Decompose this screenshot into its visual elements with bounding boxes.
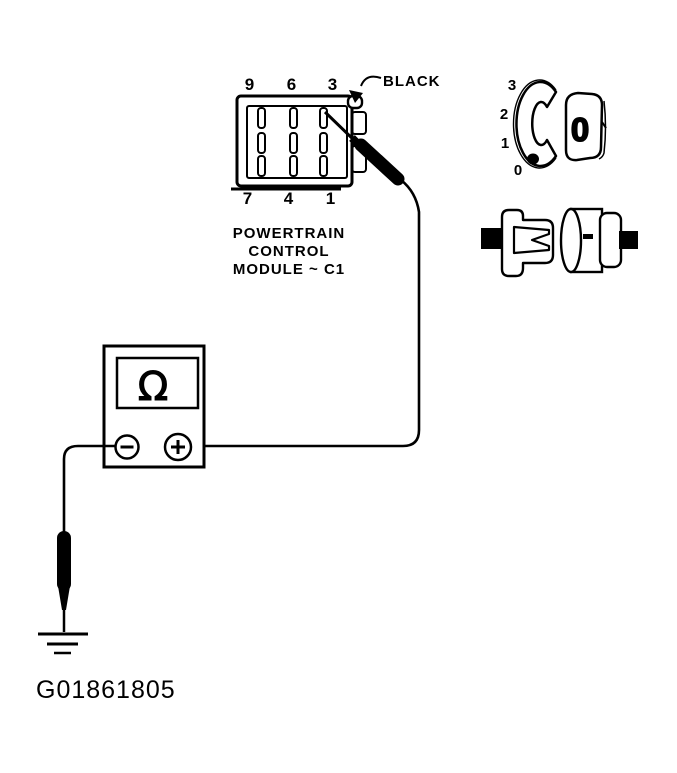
negative-lead-wire — [62, 444, 115, 532]
probe-taper — [58, 586, 70, 610]
wire-stub-right — [619, 231, 638, 249]
probe-tip — [323, 110, 359, 145]
positive-lead-wire — [191, 178, 421, 448]
cavity-label: 0 — [571, 111, 589, 148]
shell-edge-highlight — [512, 79, 557, 169]
pin-label-6: 6 — [287, 75, 297, 94]
spade-terminal — [512, 225, 551, 255]
callout-arrow-line — [360, 75, 382, 87]
block-nub — [601, 121, 607, 129]
pin-slot — [257, 132, 266, 154]
pcm-caption: POWERTRAIN CONTROL MODULE ~ C1 — [233, 225, 346, 278]
pin-slot — [257, 155, 266, 177]
probe-body — [354, 138, 405, 186]
male-connector-nose — [559, 207, 583, 274]
terminal-slot — [583, 234, 593, 239]
pin-label-7: 7 — [243, 189, 253, 208]
terminal-position-view: 3 2 1 0 0 — [500, 77, 607, 179]
arrow-icon — [349, 90, 363, 103]
position-label-3: 3 — [508, 77, 516, 94]
pin-label-3: 3 — [328, 75, 338, 94]
black-wire-callout: BLACK — [349, 73, 441, 103]
male-connector-cap — [598, 211, 623, 269]
connector-shell-ring — [515, 80, 558, 168]
inline-connector-pair — [481, 207, 638, 278]
caption-line-1: POWERTRAIN — [233, 225, 346, 242]
ohm-symbol: Ω — [138, 364, 169, 410]
meter-display — [115, 356, 200, 410]
pin-slot — [319, 155, 328, 177]
pin-slot — [319, 132, 328, 154]
minus-in-circle-icon — [114, 434, 140, 460]
block-edge-highlight — [598, 100, 607, 160]
plus-in-circle-icon — [163, 432, 193, 462]
pin-slot — [289, 155, 298, 177]
index-dot — [527, 153, 539, 165]
pin-label-9: 9 — [245, 75, 255, 94]
caption-line-3: MODULE ~ C1 — [233, 261, 345, 278]
pin-slot — [319, 107, 328, 129]
caption-line-2: CONTROL — [248, 243, 329, 260]
pin-label-1: 1 — [326, 189, 336, 208]
pin-cavities — [257, 107, 328, 177]
pin-label-4: 4 — [284, 189, 294, 208]
negative-test-probe — [57, 531, 71, 632]
positive-test-probe — [323, 110, 405, 186]
pcm-connector — [231, 94, 367, 191]
terminal-block — [564, 91, 604, 162]
position-label-2: 2 — [500, 106, 508, 123]
earth-ground-icon — [38, 632, 88, 655]
pcm-pin-labels: 9 6 3 7 4 1 — [243, 75, 338, 208]
connector-lock-tab — [351, 111, 367, 135]
figure-code: G01861805 — [36, 676, 176, 704]
wire-color-label: BLACK — [383, 73, 441, 90]
wire-stub-left — [481, 228, 503, 249]
pin-slot — [257, 107, 266, 129]
pin-slot — [289, 132, 298, 154]
position-label-1: 1 — [501, 135, 509, 152]
ohmmeter: Ω — [102, 344, 206, 469]
pin-slot — [289, 107, 298, 129]
position-label-0: 0 — [514, 162, 522, 179]
